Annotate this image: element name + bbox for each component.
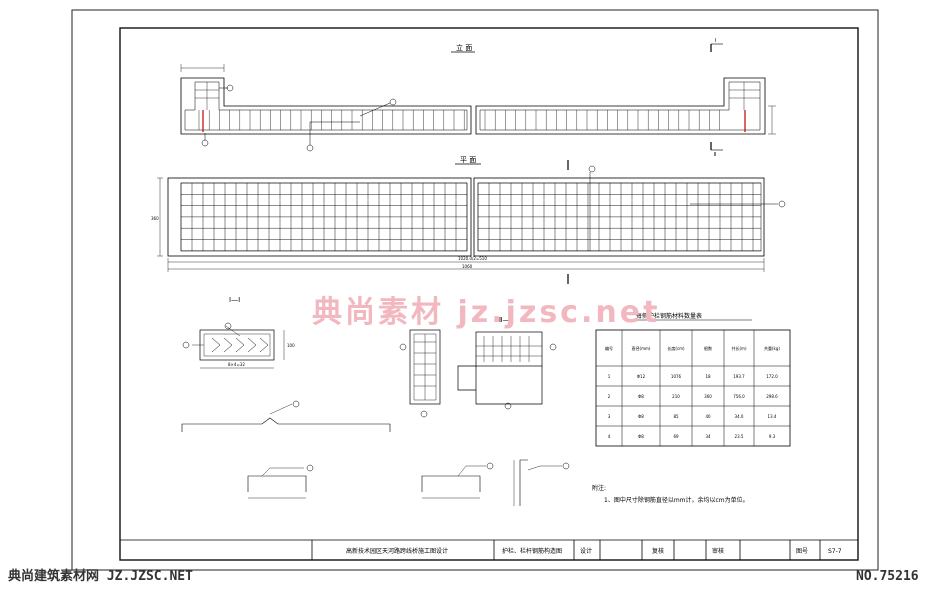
table-cell: 193.7: [733, 374, 745, 379]
drawing-name: 护栏、栏杆钢筋构造图: [502, 547, 562, 555]
table-cell: 9.3: [769, 434, 776, 439]
rebar-detail-1: [181, 400, 391, 432]
outer-frame: [71, 9, 879, 571]
title-block: [120, 539, 858, 560]
table-cell: 34: [705, 434, 711, 439]
rebar-detail-3: [421, 462, 494, 499]
rebar-detail-4: [513, 459, 570, 506]
number-label: 图号: [796, 548, 808, 555]
table-cell: 298.6: [766, 394, 778, 399]
table-header-cell: 根数: [704, 345, 712, 351]
section-2-view: [409, 329, 543, 405]
footer-watermark-left: 典尚建筑素材网 JZ.JZSC.NET: [8, 568, 193, 584]
table-cell: 1076: [671, 374, 682, 379]
table-cell: Φ8: [638, 434, 644, 439]
material-table: 编号 直径(mm) 长度(cm) 根数 共长(m) 共重(kg) 1 Φ12 1076 18 193…: [595, 329, 791, 447]
review-label: 审核: [712, 547, 724, 555]
section-1-dim: 100: [287, 343, 295, 348]
table-cell: 210: [672, 394, 680, 399]
table-cell: 34.0: [735, 414, 744, 419]
table-cell: 360: [704, 394, 712, 399]
table-cell: 756.0: [733, 394, 745, 399]
notes-line-1: 1、图中尺寸除钢筋直径以mm计，余均以cm为单位。: [604, 496, 749, 504]
plan-dim-mid: 1020.0/2=510: [458, 256, 487, 261]
section-1-dim-w: 8×4=32: [228, 362, 245, 367]
table-cell: 1: [608, 374, 611, 379]
check-label: 复核: [652, 547, 664, 555]
plan-dim-height: 360: [151, 216, 159, 221]
table-cell: 2: [608, 394, 611, 399]
elevation-view: [180, 77, 766, 135]
table-cell: 23.5: [735, 434, 744, 439]
table-header-cell: 长度(cm): [667, 345, 685, 351]
table-cell: Φ12: [637, 374, 646, 379]
table-cell: 40: [705, 414, 711, 419]
plan-title: 平 面: [460, 156, 476, 164]
table-cell: 172.0: [766, 374, 778, 379]
table-cell: 18: [705, 374, 711, 379]
table-cell: 85: [673, 414, 679, 419]
table-cell: 4: [608, 434, 611, 439]
elevation-title: 立 面: [456, 43, 472, 52]
table-title: 每侧护栏钢筋材料数量表: [636, 312, 702, 320]
section-mark-2: Ⅱ: [714, 152, 716, 158]
table-cell: 3: [608, 414, 611, 419]
center-watermark: 典尚素材 jz.jzsc.net: [312, 295, 660, 330]
drawing-number: S7-7: [828, 548, 842, 555]
table-cell: Φ8: [638, 414, 644, 419]
section-2-title: Ⅱ—Ⅱ: [499, 316, 513, 324]
table-header-cell: 共长(m): [731, 345, 746, 351]
table-cell: Φ8: [638, 394, 644, 399]
rebar-detail-2: [247, 464, 314, 499]
plan-rebar-grid: [180, 182, 761, 252]
section-1-view: [192, 325, 285, 369]
table-cell: 13.4: [768, 414, 777, 419]
table-header-cell: 直径(mm): [632, 345, 651, 351]
notes-heading: 附注:: [592, 484, 606, 492]
table-cell: 69: [673, 434, 679, 439]
footer-watermark-right: NO.75216: [856, 569, 919, 584]
section-mark-1: Ⅰ: [715, 38, 716, 44]
table-header-cell: 编号: [605, 345, 613, 351]
project-name: 高新技术园区天河路跨线桥施工图设计: [346, 547, 448, 555]
plan-dim-total: 1060: [462, 264, 473, 269]
section-1-title: Ⅰ—Ⅰ: [229, 296, 240, 304]
table-header-cell: 共重(kg): [764, 345, 780, 351]
design-label: 设计: [580, 547, 592, 555]
elevation-rebar: [195, 82, 760, 130]
inner-frame: [119, 27, 859, 561]
